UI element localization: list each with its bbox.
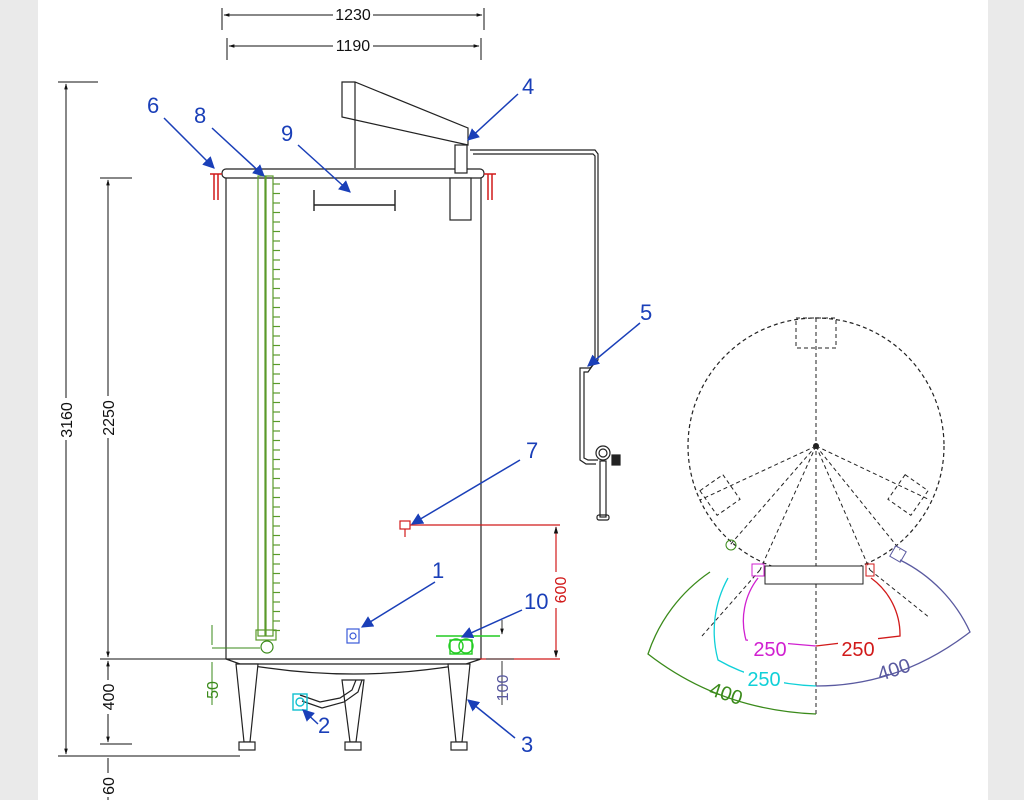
lifting-lugs (210, 173, 496, 200)
drain-valve-2 (292, 693, 308, 711)
dim-overall-width: 1230 (335, 7, 371, 24)
level-gauge (255, 175, 280, 654)
callout-9: 9 (281, 121, 293, 146)
arc-dim-red: 250 (841, 639, 874, 661)
plan-view (647, 317, 971, 716)
dimension-labels: 1230 1190 3160 2250 400 60 (58, 6, 373, 797)
arc-dim-cyan: 250 (747, 669, 780, 691)
top-manway (313, 190, 396, 211)
outlet-valve-1 (346, 628, 360, 644)
callout-1: 1 (432, 558, 444, 583)
arc-dim-magenta: 250 (753, 639, 786, 661)
tank-shell (221, 168, 485, 675)
tank-legs (235, 663, 471, 751)
callout-numbers: 1 2 3 4 5 6 7 8 9 10 (147, 74, 652, 757)
plan-view-labels: 250 250 250 400 400 (707, 638, 914, 710)
callout-leaders (163, 93, 641, 739)
arc-dim-purple: 400 (875, 655, 914, 686)
small-dims (211, 620, 514, 705)
dim-inner-width: 1190 (336, 38, 371, 55)
callout-2: 2 (318, 713, 330, 738)
dim-leg-section: 400 (101, 684, 118, 711)
dim-shell-height: 2250 (101, 400, 118, 436)
drawing-sheet (38, 0, 988, 800)
bottom-valve-10 (436, 635, 500, 655)
callout-5: 5 (640, 300, 652, 325)
callout-7: 7 (526, 438, 538, 463)
side-pipe (470, 149, 621, 521)
callout-3: 3 (521, 732, 533, 757)
arc-dim-green: 400 (707, 679, 746, 710)
callout-4: 4 (522, 74, 534, 99)
dim-sample-height: 600 (553, 577, 570, 604)
callout-8: 8 (194, 103, 206, 128)
drain-pipe (299, 679, 363, 709)
callout-10: 10 (524, 589, 548, 614)
dim-foot-section: 60 (101, 777, 118, 795)
dim-overall-height: 3160 (59, 402, 76, 438)
callout-6: 6 (147, 93, 159, 118)
dim-valve-offset: 100 (495, 675, 512, 702)
top-fitting (341, 81, 472, 221)
dim-drain-offset: 50 (205, 681, 222, 699)
